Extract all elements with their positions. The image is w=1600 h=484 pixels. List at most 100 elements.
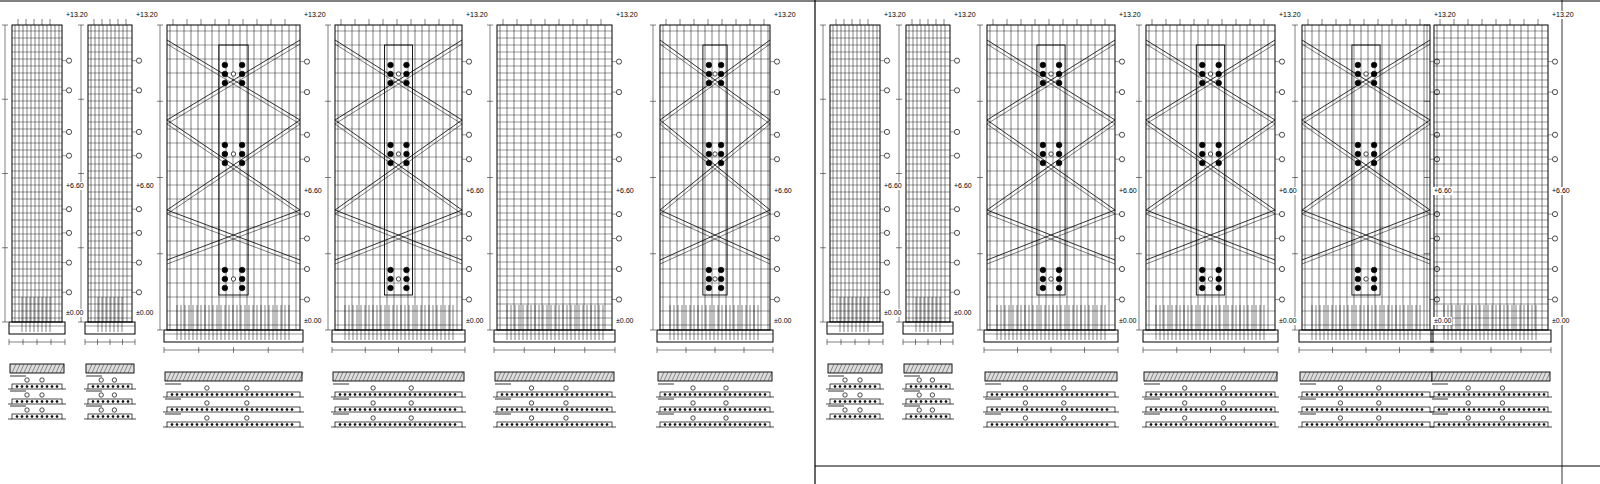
rebar-line — [355, 19, 356, 25]
rebar-line — [282, 25, 283, 330]
callout-circle — [1041, 409, 1043, 411]
callout-circle — [304, 90, 309, 95]
rebar-line — [1264, 305, 1265, 340]
callout-circle — [26, 386, 28, 388]
callout-circle — [122, 401, 124, 403]
rebar-line — [660, 311, 770, 312]
rebar-line — [103, 25, 104, 322]
rebar-line — [1146, 59, 1275, 60]
rebar-line — [1176, 305, 1177, 340]
rebar-line — [915, 339, 916, 345]
rebar-line — [60, 364, 64, 373]
rebar-line — [1069, 305, 1070, 340]
rebar-line — [1115, 134, 1119, 135]
rebar-line — [830, 115, 880, 116]
rebar-line — [722, 305, 723, 340]
rebar-line — [764, 19, 765, 25]
callout-circle — [564, 386, 568, 390]
rebar-line — [846, 364, 850, 373]
callout-circle — [1001, 394, 1003, 396]
rebar-line — [740, 372, 744, 381]
rebar-line — [1007, 372, 1011, 381]
rebar-line — [397, 305, 398, 340]
callout-circle — [734, 424, 736, 426]
callout-circle — [1031, 409, 1033, 411]
rebar-line — [199, 372, 203, 381]
callout-circle — [424, 424, 426, 426]
rebar-line — [335, 87, 462, 88]
callout-circle — [439, 394, 441, 396]
rebar-line — [88, 150, 132, 151]
rebar-line — [167, 210, 300, 260]
rebar-line — [1115, 269, 1119, 270]
callout-circle — [389, 409, 391, 411]
callout-circle — [546, 424, 548, 426]
rebar-line — [1115, 397, 1119, 398]
outline-rect — [167, 422, 300, 427]
rebar-line — [12, 297, 62, 298]
rebar-line — [1146, 311, 1275, 312]
rebar-line — [577, 372, 581, 381]
callout-circle — [834, 401, 836, 403]
callout-circle — [424, 394, 426, 396]
callout-circle — [374, 394, 376, 396]
rebar-line — [369, 19, 370, 25]
rebar-line — [830, 304, 880, 305]
callout-circle — [1101, 394, 1103, 396]
callout-circle — [226, 409, 228, 411]
rebar-line — [1021, 305, 1022, 340]
callout-circle — [222, 151, 228, 157]
rebar-line — [50, 297, 51, 332]
callout-circle — [399, 409, 401, 411]
rebar-line — [1208, 19, 1209, 25]
rebar-line — [163, 397, 167, 398]
rebar-line — [408, 25, 409, 330]
callout-circle — [884, 260, 889, 265]
rebar-line — [925, 25, 926, 322]
rebar-line — [995, 372, 999, 381]
callout-circle — [709, 424, 711, 426]
rebar-line — [497, 276, 612, 277]
callout-circle — [216, 409, 218, 411]
rebar-line — [830, 318, 880, 319]
callout-circle — [454, 424, 456, 426]
rebar-line — [770, 61, 774, 62]
rebar-line — [1099, 372, 1103, 381]
rebar-line — [355, 372, 359, 381]
callout-circle — [930, 401, 932, 403]
rebar-line — [1115, 61, 1119, 62]
rebar-line — [684, 372, 688, 381]
rebar-line — [18, 19, 19, 25]
callout-circle — [718, 62, 724, 68]
rebar-line — [335, 214, 462, 264]
rebar-line — [1200, 305, 1201, 340]
callout-circle — [369, 424, 371, 426]
rebar-line — [1250, 19, 1251, 25]
rebar-line — [1060, 25, 1061, 330]
rebar-line — [351, 372, 355, 381]
callout-circle — [1076, 424, 1078, 426]
rebar-line — [525, 372, 529, 381]
rebar-line — [122, 297, 123, 332]
callout-circle — [231, 152, 235, 156]
rebar-line — [1261, 25, 1262, 330]
rebar-line — [497, 199, 612, 200]
rebar-line — [906, 206, 950, 207]
rebar-line — [581, 372, 585, 381]
callout-circle — [729, 394, 731, 396]
callout-circle — [291, 394, 293, 396]
callout-circle — [596, 409, 598, 411]
rebar-line — [612, 159, 616, 160]
rebar-line — [910, 364, 914, 373]
callout-circle — [616, 59, 621, 64]
rebar-line — [497, 372, 501, 381]
rebar-line — [650, 177, 656, 178]
rebar-line — [987, 227, 1115, 228]
rebar-line — [1067, 25, 1068, 330]
callout-circle — [112, 408, 116, 412]
callout-circle — [388, 151, 394, 157]
callout-circle — [521, 409, 523, 411]
callout-circle — [466, 132, 471, 137]
callout-circle — [744, 409, 746, 411]
rebar-line — [1045, 305, 1046, 340]
